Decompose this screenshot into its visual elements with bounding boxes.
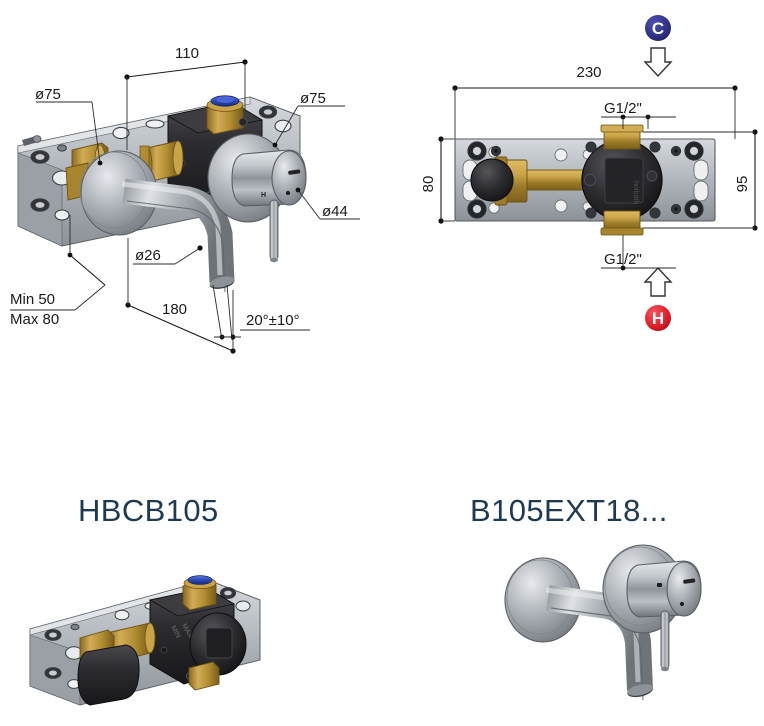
dim-95: 95: [734, 176, 751, 193]
front-elevation-view: C H: [420, 15, 758, 331]
hot-badge-circle: [645, 305, 671, 331]
dim-o26: ø26: [135, 247, 161, 264]
product-right-block: B105EXT18...: [470, 493, 702, 701]
cold-inlet-indicator: C: [643, 15, 673, 78]
front-brass-spindle: [470, 156, 631, 206]
svg-text:H: H: [261, 192, 266, 199]
svg-text:hotbath: hotbath: [632, 181, 639, 204]
dim-o75-right: ø75: [300, 90, 326, 107]
cold-badge-letter: C: [652, 19, 664, 38]
dim-g12-bottom: G1/2": [604, 251, 642, 268]
product-left-image: MIN MAX: [29, 575, 261, 706]
dim-110: 110: [175, 45, 199, 62]
dim-max-depth: Max 80: [10, 311, 59, 328]
dim-80: 80: [420, 176, 437, 193]
front-left-cap: [470, 158, 514, 202]
iso-dimension-lines: [10, 59, 360, 354]
hot-badge-letter: H: [652, 309, 664, 328]
iso-handle-assembly: H: [207, 133, 307, 263]
product-right-image: [504, 544, 702, 701]
iso-spout: [121, 178, 235, 293]
product-right-code: B105EXT18...: [470, 493, 668, 528]
product-left-block: HBCB105: [29, 493, 261, 706]
dim-g12-top: G1/2": [604, 100, 642, 117]
hot-flow-arrow-icon: [643, 266, 673, 297]
cold-badge-circle: [645, 15, 671, 41]
front-cartridge-body: hotbath: [581, 124, 663, 236]
dim-180: 180: [162, 301, 187, 318]
iso-assembly-view: H: [10, 45, 360, 354]
product-left-code: HBCB105: [78, 493, 219, 528]
dim-230: 230: [576, 64, 601, 81]
hot-inlet-indicator: H: [643, 266, 673, 331]
iso-blue-cap-assembly: [206, 95, 244, 135]
cold-flow-arrow-icon: [643, 47, 673, 78]
front-dimension-lines: [438, 85, 758, 271]
dim-min-depth: Min 50: [10, 291, 55, 308]
dim-spout-angle: 20°±10°: [246, 312, 300, 329]
dim-o75-left: ø75: [35, 86, 61, 103]
dim-o44: ø44: [322, 203, 348, 220]
plate-fixing-holes: [30, 105, 292, 221]
